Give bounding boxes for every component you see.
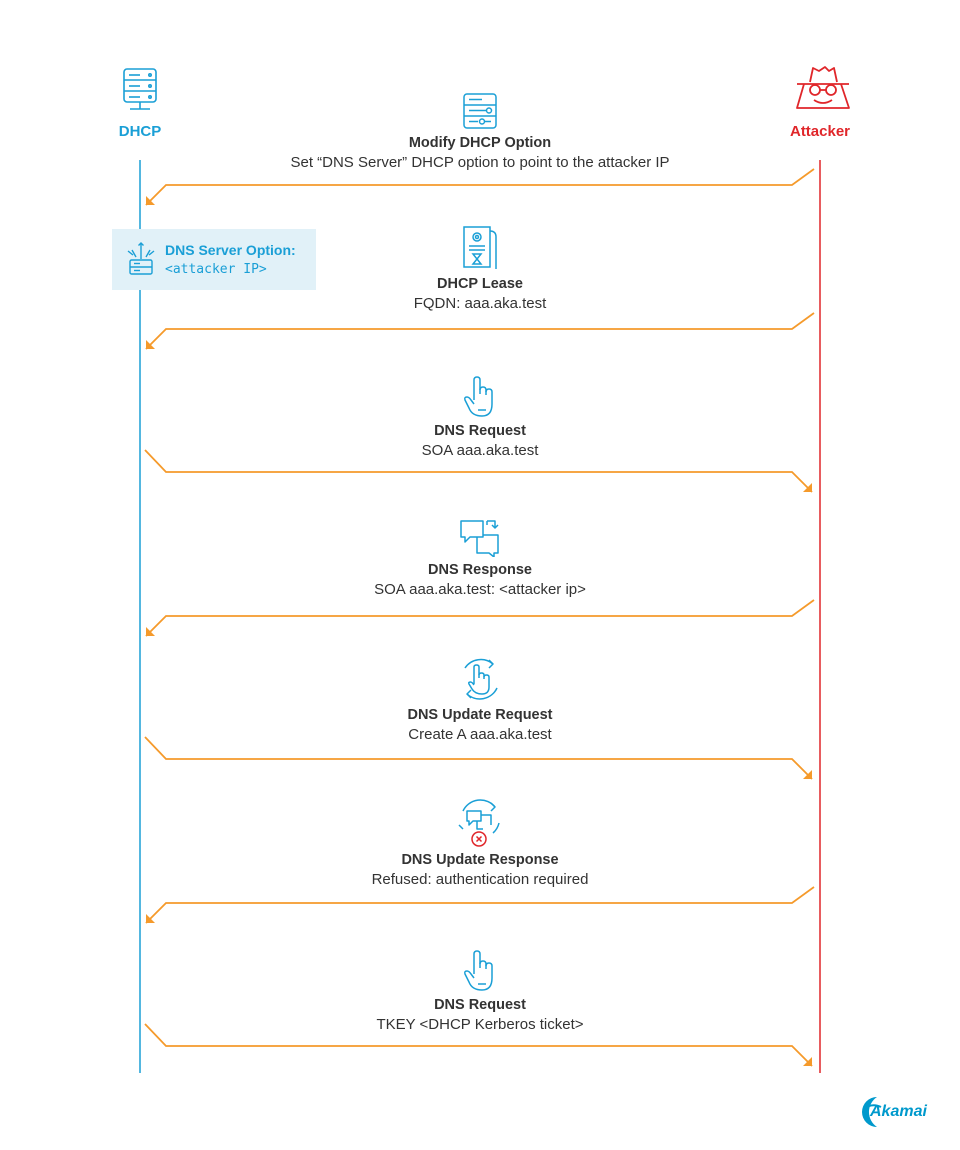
arrow-head-4: [146, 627, 155, 636]
arrow-line-3: [144, 449, 813, 493]
dns-server-option-box: DNS Server Option: <attacker IP>: [112, 229, 316, 290]
message-subtitle: Create A aaa.aka.test: [408, 726, 552, 743]
message-subtitle: SOA aaa.aka.test: [421, 442, 539, 459]
chat-refused-icon: [458, 799, 500, 847]
message-title: DHCP Lease: [437, 276, 523, 292]
arrow-head-6: [146, 914, 155, 923]
arrow-head-1: [146, 196, 155, 205]
certificate-icon: [463, 226, 497, 269]
message-subtitle: SOA aaa.aka.test: <attacker ip>: [374, 581, 586, 598]
message-title: DNS Update Request: [407, 707, 553, 723]
arrow-line-4: [145, 599, 815, 637]
dhcp-server-icon: [123, 68, 157, 110]
message-title: Modify DHCP Option: [408, 135, 552, 151]
message-dns-request-soa: DNS Request SOA aaa.aka.test: [180, 376, 780, 461]
network-router-icon: [127, 242, 155, 275]
akamai-swoosh-icon: [862, 1097, 882, 1127]
message-title: DNS Update Response: [401, 852, 559, 868]
message-dns-update-request: DNS Update Request Create A aaa.aka.test: [180, 656, 780, 745]
pointer-hand-icon: [464, 376, 493, 417]
message-title: DNS Request: [434, 423, 526, 439]
message-modify-dhcp-option: Modify DHCP Option Set “DNS Server” DHCP…: [180, 92, 780, 173]
message-subtitle: TKEY <DHCP Kerberos ticket>: [376, 1016, 584, 1033]
arrow-line-7: [144, 1023, 813, 1067]
option-title: DNS Server Option:: [165, 242, 296, 258]
server-settings-icon: [463, 93, 497, 129]
hand-refresh-icon: [464, 658, 498, 700]
chat-exchange-icon: [460, 520, 499, 557]
pointer-hand-icon: [464, 950, 493, 991]
message-title: DNS Request: [434, 997, 526, 1013]
akamai-wordmark: Akamai: [870, 1103, 927, 1120]
message-dhcp-lease: DHCP Lease FQDN: aaa.aka.test: [180, 225, 780, 314]
message-subtitle: FQDN: aaa.aka.test: [413, 295, 547, 312]
arrow-line-6: [145, 886, 815, 924]
arrow-line-2: [145, 312, 815, 350]
attacker-spy-icon: [796, 66, 850, 109]
dhcp-label: DHCP: [118, 123, 162, 140]
message-subtitle: Set “DNS Server” DHCP option to point to…: [290, 154, 670, 171]
message-title: DNS Response: [428, 562, 532, 578]
message-arrows: [144, 168, 815, 1067]
message-subtitle: Refused: authentication required: [371, 871, 589, 888]
message-dns-response-soa: DNS Response SOA aaa.aka.test: <attacker…: [180, 519, 780, 600]
arrow-head-3: [803, 483, 812, 492]
option-value: <attacker IP>: [165, 262, 267, 277]
arrow-line-5: [144, 736, 813, 780]
akamai-logo: Akamai: [855, 1094, 940, 1130]
arrow-head-2: [146, 340, 155, 349]
message-dns-update-response: DNS Update Response Refused: authenticat…: [180, 797, 780, 890]
arrow-line-1: [145, 168, 815, 206]
message-dns-request-tkey: DNS Request TKEY <DHCP Kerberos ticket>: [180, 950, 780, 1035]
arrow-head-7: [803, 1057, 812, 1066]
attacker-label: Attacker: [789, 123, 851, 140]
arrow-head-5: [803, 770, 812, 779]
